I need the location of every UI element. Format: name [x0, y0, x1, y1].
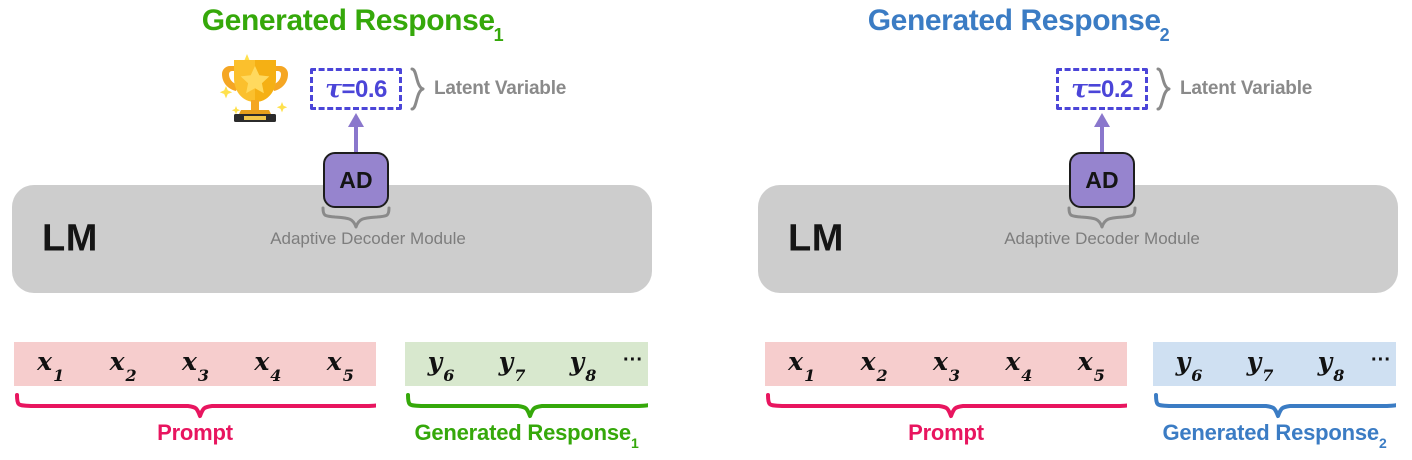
- response-brace-label: Generated Response2: [1133, 420, 1412, 452]
- token: x1: [765, 347, 837, 384]
- token-index: 8: [585, 366, 597, 385]
- token-index: 7: [1262, 366, 1274, 385]
- adaptive-decoder-module-label: Adaptive Decoder Module: [1004, 229, 1200, 248]
- token: x1: [14, 347, 86, 384]
- panel-title-subscript: 2: [1159, 25, 1170, 45]
- panel-title-text: Generated Response: [201, 4, 495, 37]
- adaptive-decoder-chip[interactable]: AD: [323, 152, 389, 208]
- token-base: x: [254, 347, 270, 376]
- tau-number: =0.2: [1087, 76, 1133, 103]
- response-brace-label: Generated Response1: [385, 420, 668, 452]
- token-index: 8: [1333, 366, 1345, 385]
- prompt-brace-label: Prompt: [157, 420, 233, 445]
- adaptive-decoder-chip-label: AD: [1085, 166, 1119, 193]
- token-index: 4: [1021, 366, 1033, 385]
- tau-number: =0.6: [341, 76, 387, 103]
- token: y8: [547, 347, 618, 384]
- latent-variable-box: τ=0.6: [310, 68, 402, 110]
- token-base: x: [932, 347, 948, 376]
- token-index: 5: [1093, 366, 1105, 385]
- token-base: y: [1246, 347, 1262, 376]
- response-brace-text: Generated Response: [1162, 420, 1379, 445]
- token-index: 3: [948, 366, 961, 385]
- token-index: 2: [876, 366, 888, 385]
- token-base: x: [181, 347, 197, 376]
- response-brace-text: Generated Response: [414, 420, 631, 445]
- token-ellipsis: ···: [1371, 349, 1391, 371]
- token-index: 3: [197, 366, 210, 385]
- adaptive-decoder-chip[interactable]: AD: [1069, 152, 1135, 208]
- token-index: 6: [443, 366, 455, 385]
- tau-value-text: τ=0.2: [1071, 74, 1133, 104]
- language-model-label: LM: [42, 217, 98, 260]
- token-index: 6: [1191, 366, 1203, 385]
- panel-title: Generated Response1: [0, 4, 706, 45]
- token-ellipsis: ···: [623, 349, 643, 371]
- token-index: 7: [514, 366, 526, 385]
- token-base: x: [109, 347, 125, 376]
- panel-response-1: Generated Response1: [0, 4, 706, 452]
- token-base: y: [427, 347, 443, 376]
- adaptive-decoder-brace: [1067, 206, 1137, 230]
- token-base: y: [569, 347, 585, 376]
- language-model-box: LM Adaptive Decoder Module: [12, 185, 652, 293]
- token: x4: [982, 347, 1054, 384]
- latent-variable-label: Latent Variable: [434, 78, 567, 99]
- panel-title: Generated Response2: [666, 4, 1372, 45]
- response-brace: [405, 392, 654, 420]
- trophy-icon: [210, 40, 300, 130]
- prompt-brace: [765, 392, 1136, 420]
- panel-title-text: Generated Response: [867, 4, 1161, 37]
- token-base: y: [1175, 347, 1191, 376]
- latent-variable-box: τ=0.2: [1056, 68, 1148, 110]
- latent-variable-brace: [1156, 67, 1172, 111]
- tau-symbol: τ: [1071, 74, 1088, 103]
- token: y7: [476, 347, 547, 384]
- token: x5: [1055, 347, 1127, 384]
- response-token-strip: y6 y7 y8 ···: [1153, 342, 1396, 386]
- token-base: y: [1317, 347, 1333, 376]
- panel-response-2: Generated Response2 τ=0.2 Latent Variabl…: [706, 0, 1412, 460]
- token-base: x: [1005, 347, 1021, 376]
- token-base: x: [860, 347, 876, 376]
- latent-variable-brace: [410, 67, 426, 111]
- token-index: 2: [125, 366, 137, 385]
- response-token-strip: y6 y7 y8 ···: [405, 342, 648, 386]
- token: y8: [1295, 347, 1366, 384]
- token-base: y: [498, 347, 514, 376]
- prompt-brace-label: Prompt: [908, 420, 984, 445]
- prompt-token-strip: x1 x2 x3 x4 x5: [14, 342, 376, 386]
- token: x2: [86, 347, 158, 384]
- token-base: x: [788, 347, 804, 376]
- token: x4: [231, 347, 303, 384]
- response-brace-subscript: 2: [1378, 435, 1387, 452]
- token: x3: [159, 347, 231, 384]
- token: y6: [1153, 347, 1224, 384]
- token-index: 4: [270, 366, 282, 385]
- adaptive-decoder-chip-label: AD: [339, 166, 373, 193]
- response-brace: [1153, 392, 1402, 420]
- token-base: x: [1077, 347, 1093, 376]
- token-base: x: [37, 347, 53, 376]
- token-index: 1: [53, 366, 65, 385]
- token: y7: [1224, 347, 1295, 384]
- response-brace-subscript: 1: [630, 435, 639, 452]
- language-model-label: LM: [788, 217, 844, 260]
- adaptive-decoder-module-label: Adaptive Decoder Module: [270, 229, 466, 248]
- token-index: 1: [804, 366, 816, 385]
- latent-variable-label: Latent Variable: [1180, 78, 1313, 99]
- token: x3: [910, 347, 982, 384]
- token: x5: [304, 347, 376, 384]
- panel-title-subscript: 1: [493, 25, 504, 45]
- tau-symbol: τ: [325, 74, 342, 103]
- token-index: 5: [342, 366, 354, 385]
- token-base: x: [326, 347, 342, 376]
- token: y6: [405, 347, 476, 384]
- tau-value-text: τ=0.6: [325, 74, 387, 104]
- adaptive-decoder-brace: [321, 206, 391, 230]
- prompt-brace: [14, 392, 385, 420]
- token: x2: [837, 347, 909, 384]
- prompt-token-strip: x1 x2 x3 x4 x5: [765, 342, 1127, 386]
